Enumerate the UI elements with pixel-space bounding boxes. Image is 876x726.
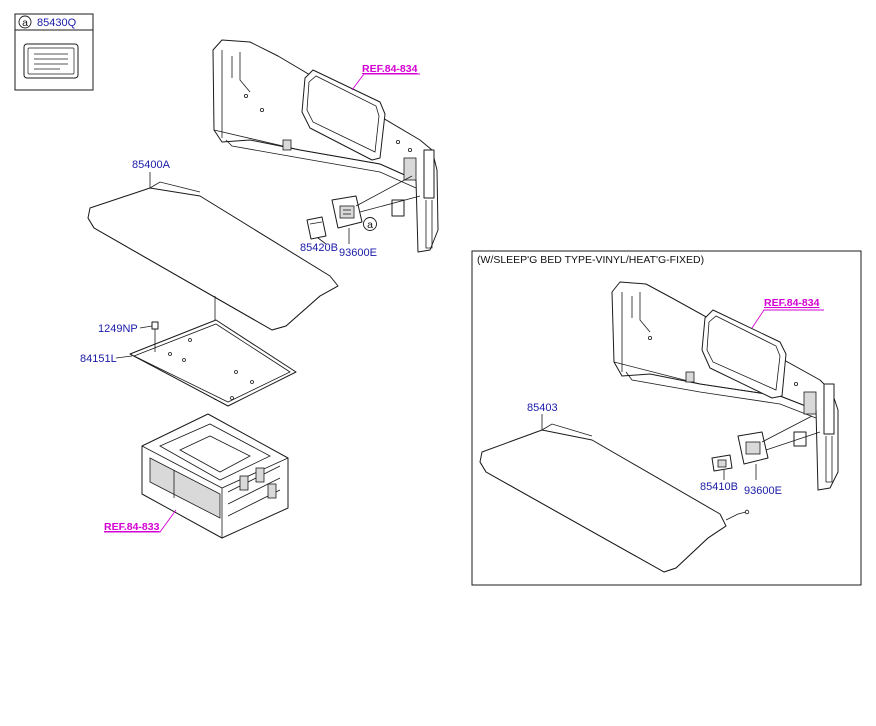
bolt-part: [151, 321, 159, 352]
mattress-main: [87, 181, 339, 331]
bed-board: [129, 319, 297, 407]
legend-box: a 85430Q: [14, 13, 94, 91]
ref-trim-main: REF.84-834: [362, 63, 418, 75]
legend-marker: a: [22, 17, 28, 29]
clip-part-sub: [711, 454, 733, 472]
label-switch-main: 93600E: [339, 247, 377, 259]
ref-drawer: REF.84-833: [104, 521, 160, 533]
label-mattress-main: 85400A: [132, 159, 171, 171]
label-mattress-sub: 85403: [527, 402, 558, 414]
label-clip-sub: 85410B: [700, 481, 738, 493]
label-clip-main: 85420B: [300, 242, 338, 254]
label-bolt: 1249NP: [98, 323, 138, 335]
callout-marker: a: [367, 219, 373, 231]
clip-part-main: [306, 216, 327, 240]
label-card-icon: [23, 43, 79, 79]
inset-title: (W/SLEEP'G BED TYPE-VINYL/HEAT'G-FIXED): [477, 254, 704, 266]
heater-switch-sub: [737, 431, 769, 465]
heater-switch-main: [331, 195, 363, 229]
legend-part-number: 85430Q: [37, 17, 77, 29]
label-board: 84151L: [80, 353, 117, 365]
ref-trim-sub: REF.84-834: [764, 297, 820, 309]
callout-marker-circle: [363, 217, 377, 231]
legend-marker-circle: [18, 15, 32, 29]
rear-trim-panel: [212, 39, 439, 253]
label-switch-sub: 93600E: [744, 485, 782, 497]
drawer-unit: [141, 413, 289, 539]
inset-box: (W/SLEEP'G BED TYPE-VINYL/HEAT'G-FIXED): [471, 250, 862, 586]
mattress-sub: [479, 423, 727, 573]
